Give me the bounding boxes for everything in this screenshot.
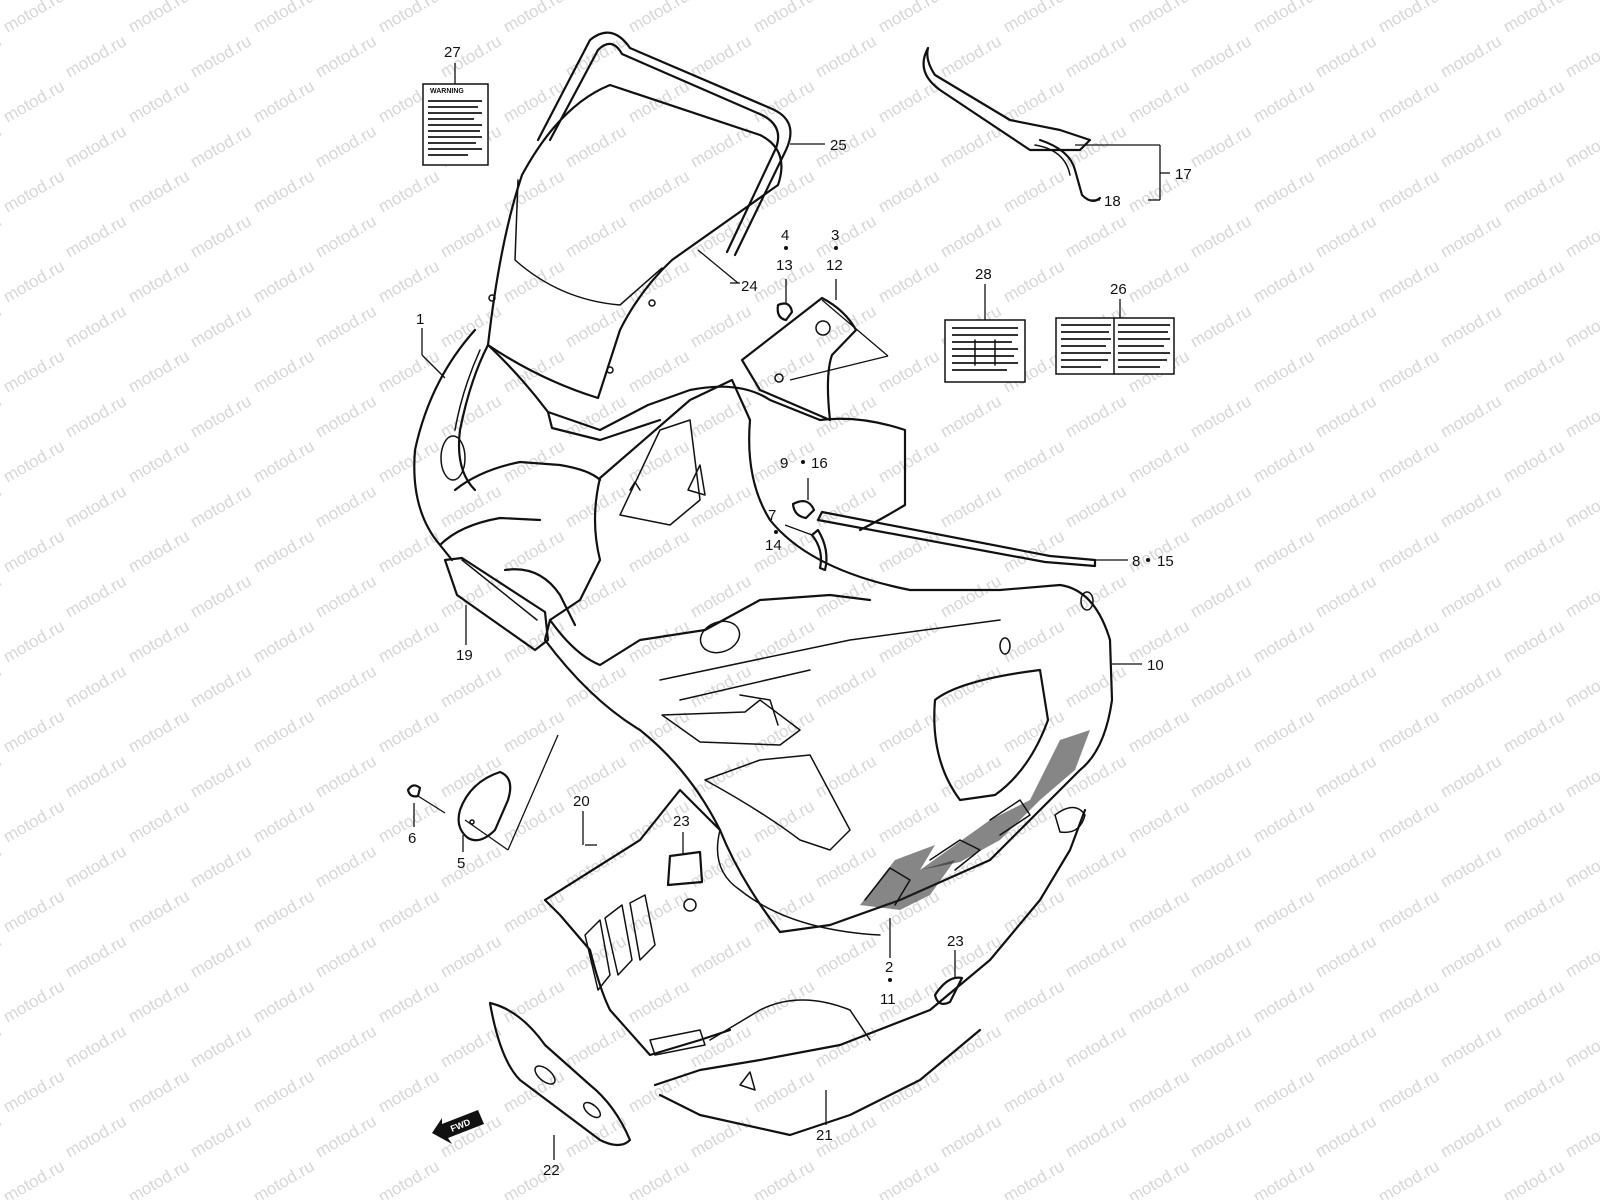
- knee-pad: [922, 46, 1102, 202]
- cover-5: [457, 770, 512, 842]
- callout-18: 18: [1104, 193, 1121, 210]
- callout-8: 8: [1132, 553, 1140, 570]
- callout-26: 26: [1110, 281, 1127, 298]
- warning-label-title: WARNING: [430, 88, 464, 95]
- under-cowling: [543, 788, 1087, 1137]
- callout-16: 16: [811, 455, 828, 472]
- callout-21: 21: [816, 1127, 833, 1144]
- callout-12: 12: [826, 257, 843, 274]
- decal-emblem: [860, 730, 1090, 910]
- bracket-22: [488, 1001, 632, 1147]
- pad-23-lower: [933, 976, 964, 1005]
- warning-label-27: WARNING: [422, 83, 489, 166]
- callout-27: 27: [444, 44, 461, 61]
- leader-lines: [413, 63, 1170, 1160]
- info-label-26: [1055, 317, 1175, 375]
- callout-23-lower: 23: [947, 933, 964, 950]
- air-duct: [443, 556, 577, 652]
- callout-2: 2: [885, 959, 893, 976]
- screw-4: [776, 302, 794, 322]
- callout-25: 25: [830, 137, 847, 154]
- callout-13: 13: [776, 257, 793, 274]
- callout-22: 22: [543, 1162, 560, 1179]
- windscreen: [486, 83, 783, 400]
- callout-6: 6: [408, 830, 416, 847]
- callout-7: 7: [768, 507, 776, 524]
- upper-cowling: [413, 328, 822, 562]
- screw-6: [406, 784, 422, 798]
- callout-10: 10: [1147, 657, 1164, 674]
- info-label-28: [944, 319, 1026, 383]
- callout-20: 20: [573, 793, 590, 810]
- side-panel: [740, 296, 858, 422]
- callout-15: 15: [1157, 553, 1174, 570]
- callout-9: 9: [780, 455, 788, 472]
- callout-24: 24: [741, 278, 758, 295]
- callout-1: 1: [416, 311, 424, 328]
- callout-4: 4: [781, 227, 789, 244]
- clip-9: [791, 499, 816, 520]
- callout-3: 3: [831, 227, 839, 244]
- callout-19: 19: [456, 647, 473, 664]
- callout-17: 17: [1175, 166, 1192, 183]
- pad-23-upper: [666, 850, 704, 887]
- trim-7: [810, 528, 828, 572]
- callout-14: 14: [765, 537, 782, 554]
- callout-23-upper: 23: [673, 813, 690, 830]
- callout-11: 11: [880, 991, 896, 1008]
- main-fairing: [543, 378, 1114, 934]
- callout-5: 5: [457, 855, 465, 872]
- trim-strip: [816, 510, 1097, 568]
- callout-dots: [774, 246, 1150, 982]
- windscreen-trim: [536, 31, 792, 257]
- callout-numbers: 27 25 24 17 18 4 13 3 12 28 26 1 9 16 7 …: [408, 44, 1192, 1179]
- forward-arrow-icon: FWD: [432, 1110, 484, 1144]
- callout-28: 28: [975, 266, 992, 283]
